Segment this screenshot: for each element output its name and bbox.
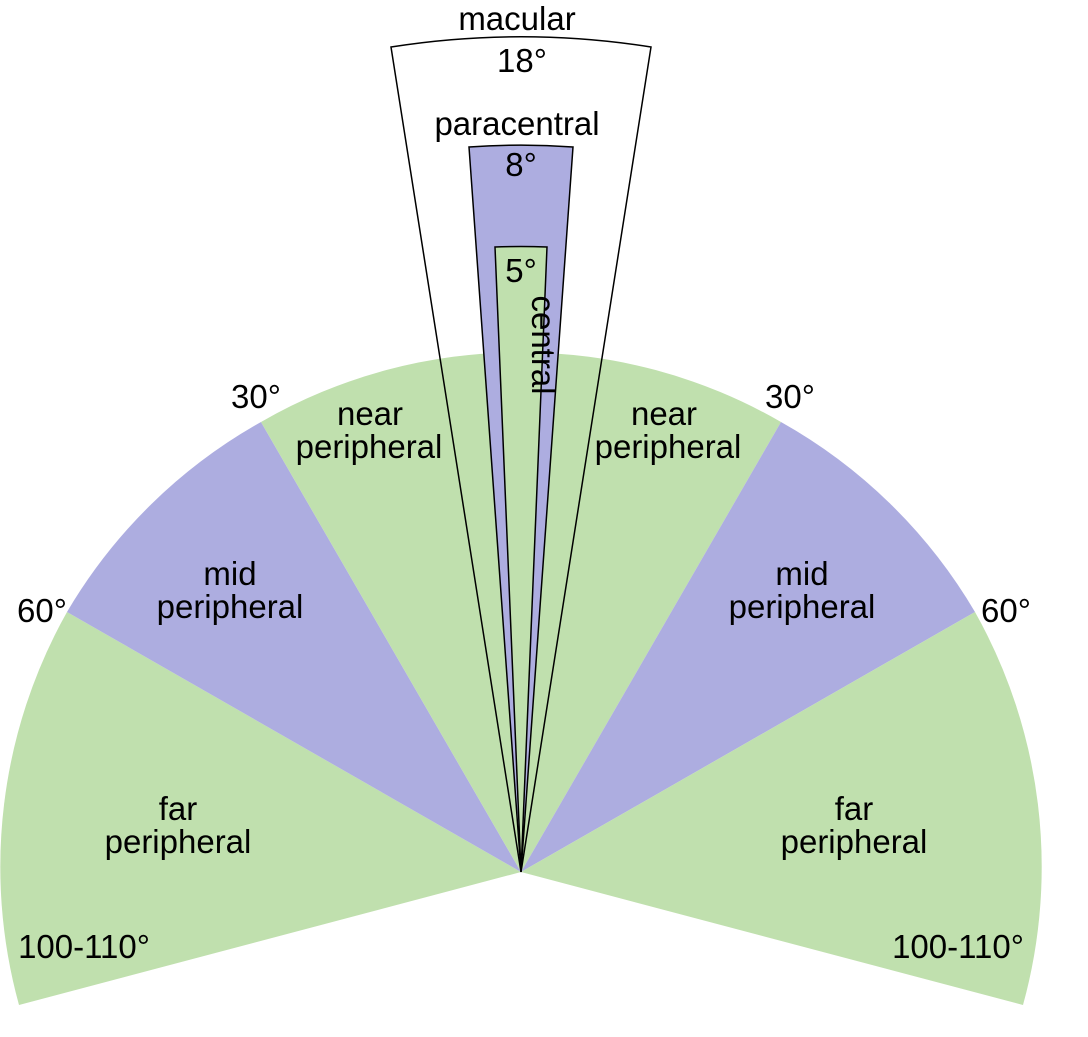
- boundary-60-right-label: 60°: [981, 592, 1031, 629]
- boundary-30-right-label: 30°: [765, 378, 815, 415]
- paracentral-angle-label: 8°: [505, 146, 537, 183]
- boundary-60-left-label: 60°: [17, 592, 67, 629]
- paracentral-label: paracentral: [434, 105, 599, 142]
- boundary-far-right-label: 100-110°: [892, 928, 1024, 965]
- boundary-far-left-label: 100-110°: [18, 928, 150, 965]
- macular-label: macular: [458, 0, 575, 37]
- mid-peripheral-left-line1: mid: [203, 555, 256, 592]
- macular-angle-label: 18°: [497, 42, 547, 79]
- far-peripheral-right-line2: peripheral: [781, 823, 928, 860]
- near-peripheral-left-line1: near: [337, 395, 403, 432]
- near-peripheral-right-line2: peripheral: [595, 428, 742, 465]
- mid-peripheral-right-line1: mid: [775, 555, 828, 592]
- central-label: central: [525, 295, 562, 394]
- boundary-30-left-label: 30°: [231, 378, 281, 415]
- mid-peripheral-right-line2: peripheral: [729, 588, 876, 625]
- far-peripheral-left-sector: [0, 612, 522, 1005]
- mid-peripheral-right-sector: [521, 422, 975, 872]
- far-peripheral-left-line1: far: [159, 790, 198, 827]
- far-peripheral-left-line2: peripheral: [105, 823, 252, 860]
- far-peripheral-right-sector: [521, 612, 1042, 1005]
- central-angle-label: 5°: [505, 252, 537, 289]
- far-peripheral-right-line1: far: [835, 790, 874, 827]
- central-wedge: [494, 245, 548, 873]
- macular-wedge: [390, 36, 652, 873]
- near-peripheral-right-line1: near: [631, 395, 697, 432]
- mid-peripheral-left-sector: [67, 422, 521, 872]
- near-peripheral-left-line2: peripheral: [296, 428, 443, 465]
- mid-peripheral-left-line2: peripheral: [157, 588, 304, 625]
